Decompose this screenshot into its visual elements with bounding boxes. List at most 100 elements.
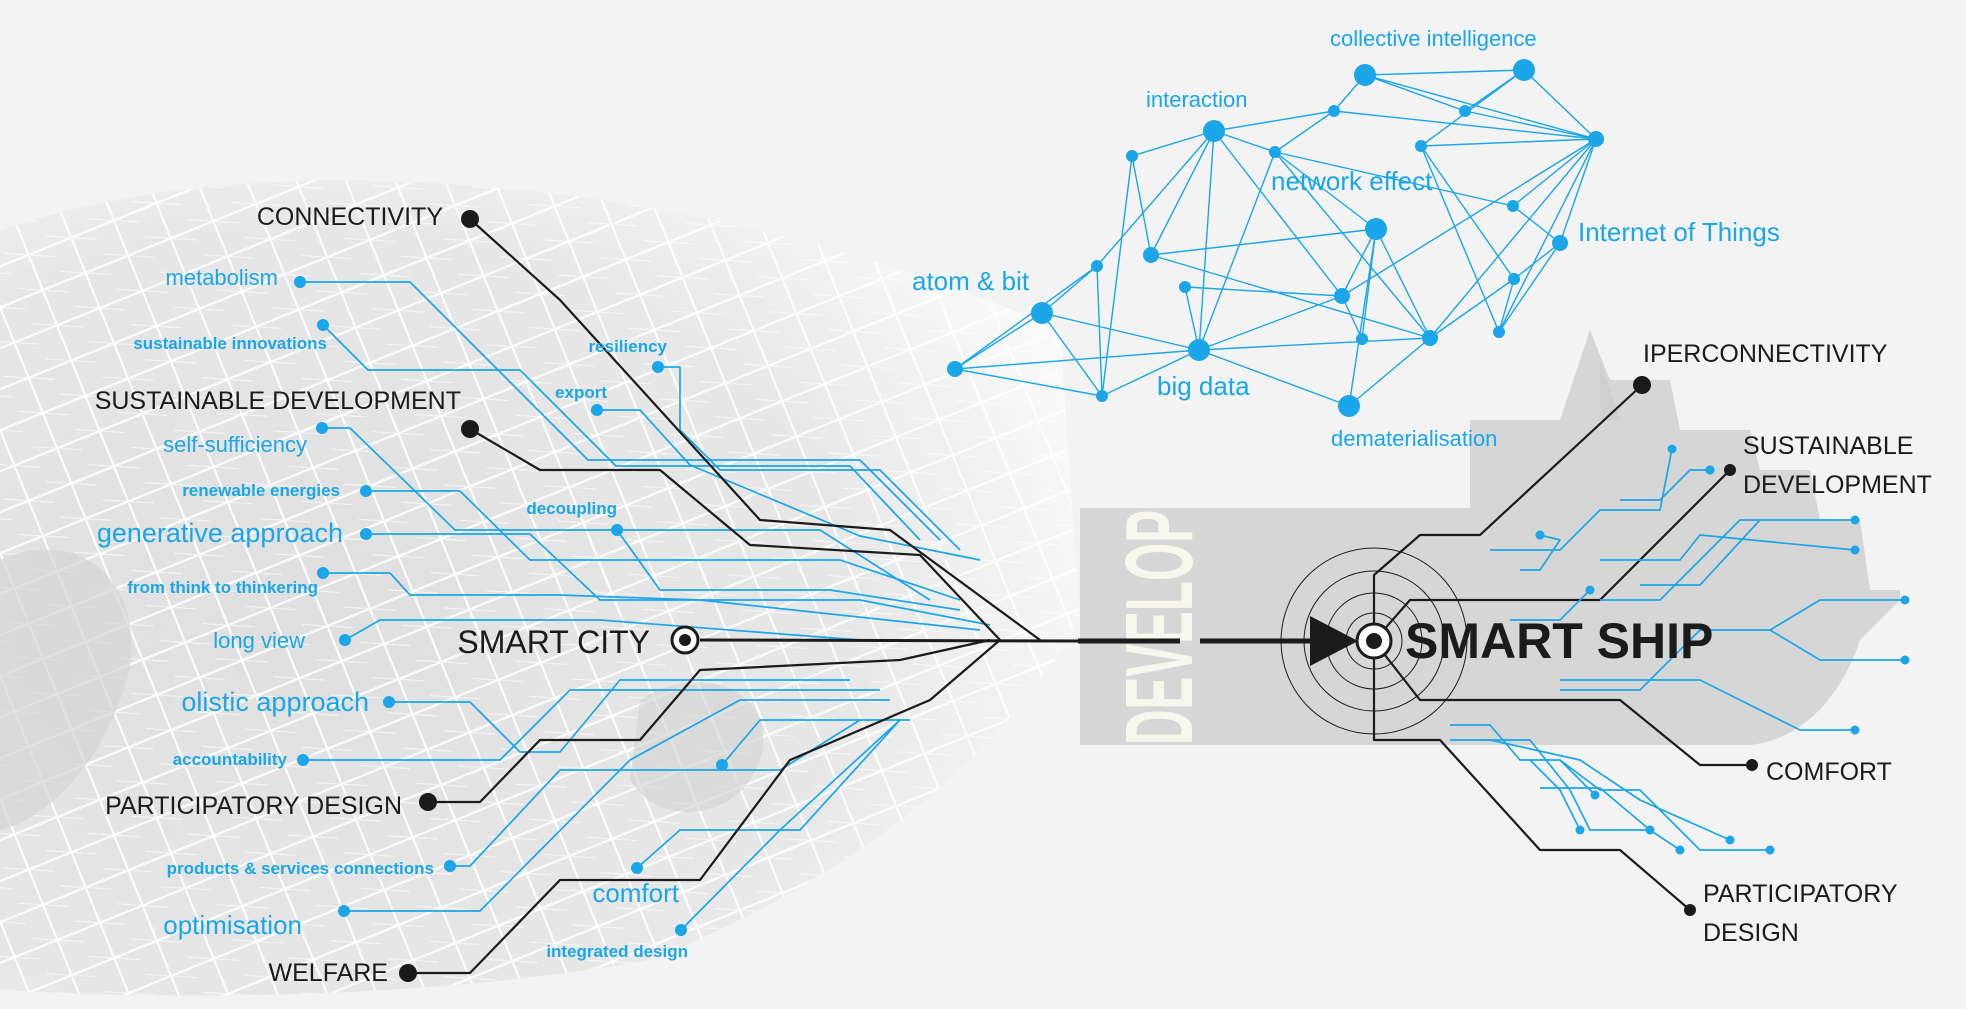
network-edge [954,368,1103,397]
city-black-line [469,218,1041,641]
ship-black-line [1372,641,1691,911]
label-long-view: long view [213,628,305,653]
label-iperconnectivity: IPERCONNECTIVITY [1643,340,1888,368]
city-black-dot [399,964,417,982]
city-map [0,180,1080,996]
network-node [1031,302,1053,324]
city-blue-dot [631,862,643,874]
network-edge [1559,138,1597,244]
label-interaction: interaction [1146,87,1248,112]
city-blue-line [658,366,961,551]
ship-blue-line [1510,589,1591,621]
city-blue-line [597,409,981,561]
network-edge [1213,110,1335,132]
ship-black-line [1373,640,1752,767]
ship-blue-line [1600,519,1855,601]
network-node [1459,105,1471,117]
network-edge [1512,138,1597,207]
label-atom-bit: atom & bit [912,266,1030,296]
city-black-dot [461,420,479,438]
network-edge [1101,155,1133,397]
label-sustainable-development: SUSTAINABLE DEVELOPMENT [95,387,461,415]
city-blue-dot [339,634,351,646]
city-circuit-lines [294,210,1079,982]
label-products-services-connections: products & services connections [167,859,434,878]
city-blue-dot [444,860,456,872]
develop-label: DEVELOP [1106,510,1213,745]
network-edge [1274,151,1431,339]
network-edge [1364,74,1466,112]
city-blue-line [344,699,890,912]
network-node [1356,333,1368,345]
label-ship-comfort: COMFORT [1766,758,1892,786]
label-welfare: WELFARE [269,959,388,987]
network-node [947,361,963,377]
ship-blue-dot [1645,825,1655,835]
city-black-line [469,428,1001,641]
smart-ship-title: SMART SHIP [1405,613,1713,669]
network-edge [1198,295,1343,351]
label-comfort-city: comfort [592,878,679,908]
network-edge [1348,337,1431,407]
network-edge [1341,228,1377,297]
ship-blue-dot [1900,655,1910,665]
network-node [1508,273,1520,285]
ship-blue-dot [1850,725,1860,735]
city-blue-dot [338,905,350,917]
network-node [1513,59,1535,81]
network-edge [1198,130,1215,351]
ship-blue-line [1480,739,1681,851]
city-blue-dot [297,754,309,766]
ship-blue-dot [1585,585,1595,595]
network-node [1096,390,1108,402]
network-node [1126,150,1138,162]
city-black-line [428,638,991,804]
ship-blue-line [1640,519,1761,586]
city-blue-dot [716,759,728,771]
label-dematerialisation: dematerialisation [1331,426,1497,451]
network-edge [1523,69,1597,140]
ship-blue-line [1450,739,1731,841]
network-edge [1498,242,1561,333]
network-edge [1101,349,1200,397]
network-node [1334,288,1350,304]
city-blue-dot [652,361,664,373]
network-node [1493,326,1505,338]
smart-city-connector [699,638,1079,643]
city-blue-dot [317,319,329,331]
ship-blue-line [1560,679,1855,731]
city-blue-dot [611,524,623,536]
label-big-data: big data [1157,371,1250,401]
network-edge [1429,138,1597,339]
network-edge [1131,130,1215,157]
network-edge [1096,265,1103,397]
city-main-labels: CONNECTIVITY SUSTAINABLE DEVELOPMENT PAR… [95,203,461,987]
label-collective-intelligence: collective intelligence [1330,26,1537,51]
network-node [1203,120,1225,142]
city-blue-line [322,324,921,541]
city-blue-line [616,529,961,611]
network-node [1415,140,1427,152]
center-connector [1078,616,1358,666]
network-node [1365,218,1387,240]
network-node [1091,260,1103,272]
city-black-line [408,639,1001,975]
network-node [1552,235,1568,251]
label-ship-sustainable-2: DEVELOPMENT [1743,471,1932,499]
label-network-effect: network effect [1271,166,1433,196]
network-edge [1041,312,1200,351]
ship-black-dot [1724,464,1736,476]
label-ship-sustainable-1: SUSTAINABLE [1743,432,1913,460]
ship-blue-dot [1765,845,1775,855]
network-edge [1131,155,1152,256]
smart-city-title: SMART CITY [457,624,650,660]
network-edge [1274,151,1514,207]
city-blue-dot [317,567,329,579]
label-renewable-energies: renewable energies [182,481,340,500]
label-sustainable-innovations: sustainable innovations [133,334,327,353]
network-edge [1420,69,1525,147]
ship-blue-line [1490,448,1673,551]
ship-blue-dot [1575,825,1585,835]
ship-blue-line [1529,759,1581,831]
network-edge [954,265,1098,370]
